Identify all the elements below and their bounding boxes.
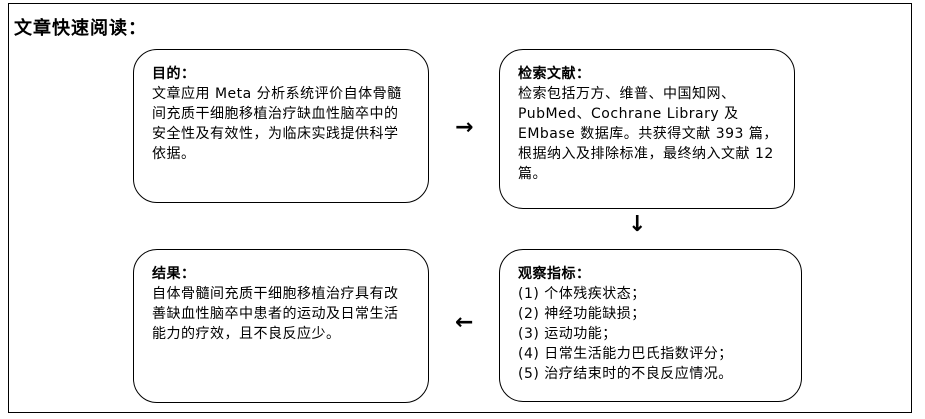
aim-title: 目的： xyxy=(152,66,196,82)
summary-frame xyxy=(8,3,912,413)
result-body: 自体骨髓间充质干细胞移植治疗具有改善缺血性脑卒中患者的运动及日常生活能力的疗效，… xyxy=(152,286,399,342)
indicators-box: 观察指标： (1) 个体残疾状态； (2) 神经功能缺损； (3) 运动功能； … xyxy=(499,249,802,402)
indicators-list: (1) 个体残疾状态； (2) 神经功能缺损； (3) 运动功能； (4) 日常… xyxy=(518,284,785,384)
search-box: 检索文献： 检索包括万方、维普、中国知网、PubMed、Cochrane Lib… xyxy=(499,49,795,209)
indicator-item: (2) 神经功能缺损； xyxy=(518,306,646,322)
indicators-title: 观察指标： xyxy=(518,266,591,282)
arrow-right-icon: → xyxy=(455,115,474,140)
indicator-item: (5) 治疗结束时的不良反应情况。 xyxy=(518,366,733,382)
page-heading: 文章快速阅读： xyxy=(14,18,147,39)
indicator-item: (1) 个体残疾状态； xyxy=(518,286,646,302)
result-title: 结果： xyxy=(152,266,196,282)
arrow-down-icon: ↓ xyxy=(628,212,647,237)
search-title: 检索文献： xyxy=(518,66,591,82)
search-body: 检索包括万方、维普、中国知网、PubMed、Cochrane Library 及… xyxy=(518,86,778,182)
result-box: 结果： 自体骨髓间充质干细胞移植治疗具有改善缺血性脑卒中患者的运动及日常生活能力… xyxy=(133,249,429,403)
indicator-item: (4) 日常生活能力巴氏指数评分； xyxy=(518,346,733,362)
indicator-item: (3) 运动功能； xyxy=(518,326,617,342)
aim-body: 文章应用 Meta 分析系统评价自体骨髓间充质干细胞移植治疗缺血性脑卒中的安全性… xyxy=(152,86,402,162)
aim-box: 目的： 文章应用 Meta 分析系统评价自体骨髓间充质干细胞移植治疗缺血性脑卒中… xyxy=(133,49,429,203)
arrow-left-icon: ← xyxy=(455,310,474,335)
